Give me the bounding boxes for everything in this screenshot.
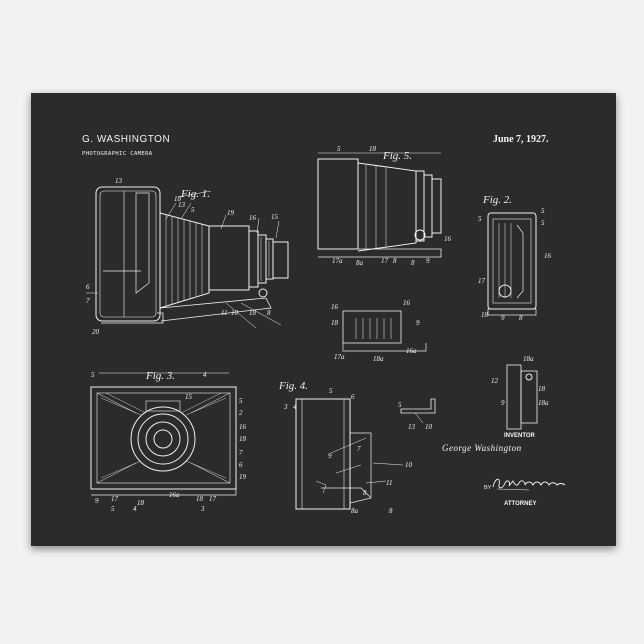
svg-text:18a: 18a — [373, 355, 384, 363]
svg-text:12: 12 — [491, 377, 499, 385]
svg-text:8: 8 — [393, 257, 397, 265]
svg-text:10: 10 — [425, 423, 433, 431]
svg-text:18a: 18a — [523, 355, 534, 363]
attorney-signature — [489, 475, 569, 493]
svg-text:8a: 8a — [351, 507, 359, 515]
svg-text:6: 6 — [239, 461, 243, 469]
patent-title: PHOTOGRAPHIC CAMERA — [82, 151, 153, 157]
svg-text:8: 8 — [267, 309, 271, 317]
svg-text:16: 16 — [403, 299, 411, 307]
svg-text:9: 9 — [416, 319, 420, 327]
svg-text:2: 2 — [239, 409, 243, 417]
svg-text:6: 6 — [86, 283, 90, 291]
svg-text:5: 5 — [91, 371, 95, 379]
fig5-drawing: 5 18 16 17a 8a 17 8 8 9 — [318, 145, 452, 267]
svg-text:13: 13 — [115, 177, 123, 185]
svg-text:16: 16 — [444, 235, 452, 243]
patent-date: June 7, 1927. — [493, 134, 549, 145]
svg-text:18: 18 — [196, 495, 204, 503]
svg-text:18: 18 — [239, 435, 247, 443]
svg-text:5: 5 — [239, 397, 243, 405]
fig4-drawing: 3 4 5 6 9 7 10 11 8 8a 8 — [283, 387, 413, 515]
svg-text:Fig. 5.: Fig. 5. — [382, 150, 412, 162]
svg-text:9: 9 — [328, 452, 332, 460]
svg-text:17a: 17a — [334, 353, 345, 361]
svg-text:9: 9 — [95, 497, 99, 505]
svg-text:8a: 8a — [356, 259, 364, 267]
svg-text:8: 8 — [389, 507, 393, 515]
svg-text:18: 18 — [369, 145, 377, 153]
svg-text:16: 16 — [239, 423, 247, 431]
spring-detail-drawing: 16 18 16 9 17a 18a 16a — [331, 299, 426, 363]
fig2-drawing: 5 5 5 16 17 18 9 8 — [478, 207, 552, 322]
svg-text:16a: 16a — [169, 491, 180, 499]
svg-text:5: 5 — [111, 505, 115, 513]
svg-text:9: 9 — [426, 257, 430, 265]
svg-text:18a: 18a — [538, 399, 549, 407]
svg-text:7: 7 — [86, 297, 90, 305]
svg-text:5: 5 — [329, 387, 333, 395]
attorney-label: ATTORNEY — [504, 501, 536, 507]
svg-text:17: 17 — [209, 495, 217, 503]
svg-text:7: 7 — [357, 445, 361, 453]
bracket-detail-drawing: 5 13 10 — [398, 399, 435, 431]
svg-text:8: 8 — [363, 489, 367, 497]
fig1-drawing: 13 18 13 5 19 16 15 6 7 20 11 10 18 8 — [86, 177, 288, 336]
svg-text:10: 10 — [231, 309, 239, 317]
svg-text:8: 8 — [519, 314, 523, 322]
svg-text:7: 7 — [239, 449, 243, 457]
svg-text:13: 13 — [408, 423, 416, 431]
svg-text:4: 4 — [293, 403, 297, 411]
svg-text:8: 8 — [411, 259, 415, 267]
svg-text:4: 4 — [133, 505, 137, 513]
svg-text:3: 3 — [283, 403, 288, 411]
inventor-signature: George Washington — [442, 443, 522, 453]
svg-text:10: 10 — [405, 461, 413, 469]
svg-text:18: 18 — [538, 385, 546, 393]
svg-text:5: 5 — [398, 401, 402, 409]
svg-text:18: 18 — [481, 311, 489, 319]
svg-text:9: 9 — [501, 399, 505, 407]
patent-poster: 13 18 13 5 19 16 15 6 7 20 11 10 18 8 Fi… — [31, 93, 616, 546]
fig3-drawing: 5 4 15 5 2 16 18 7 6 19 9 17 18 16a 18 1… — [91, 371, 247, 513]
svg-text:18: 18 — [137, 499, 145, 507]
svg-text:4: 4 — [203, 371, 207, 379]
inventor-label: INVENTOR — [504, 433, 535, 439]
rail-detail-drawing: 18a 12 9 18 18a — [491, 355, 549, 429]
svg-text:5: 5 — [337, 145, 341, 153]
fig4-label: Fig. 4. — [278, 380, 308, 392]
svg-text:11: 11 — [386, 479, 392, 487]
svg-text:19: 19 — [239, 473, 247, 481]
svg-text:17a: 17a — [332, 257, 343, 265]
svg-text:5: 5 — [541, 207, 545, 215]
svg-text:16: 16 — [331, 303, 339, 311]
svg-text:17: 17 — [381, 257, 389, 265]
svg-text:13: 13 — [178, 201, 186, 209]
svg-text:16: 16 — [249, 214, 257, 222]
fig2-label: Fig. 2. — [482, 194, 512, 206]
svg-text:18: 18 — [249, 309, 257, 317]
fig3-label: Fig. 3. — [145, 370, 175, 382]
svg-text:Fig. 2.: Fig. 2. — [482, 194, 512, 206]
svg-text:5: 5 — [191, 206, 195, 214]
svg-text:15: 15 — [271, 213, 279, 221]
svg-text:16a: 16a — [406, 347, 417, 355]
svg-text:11: 11 — [221, 309, 227, 317]
svg-text:17: 17 — [111, 495, 119, 503]
svg-text:6: 6 — [351, 393, 355, 401]
svg-text:Fig. 3.: Fig. 3. — [145, 370, 175, 382]
svg-text:5: 5 — [541, 219, 545, 227]
fig5-label: Fig. 5. — [382, 150, 412, 162]
svg-text:5: 5 — [478, 215, 482, 223]
svg-text:3: 3 — [200, 505, 205, 513]
inventor-name: G. WASHINGTON — [82, 134, 170, 145]
svg-text:Fig. 4.: Fig. 4. — [278, 380, 308, 392]
svg-text:16: 16 — [544, 252, 552, 260]
svg-text:20: 20 — [92, 328, 100, 336]
svg-text:9: 9 — [501, 314, 505, 322]
svg-text:15: 15 — [185, 393, 193, 401]
svg-text:17: 17 — [478, 277, 486, 285]
svg-text:19: 19 — [227, 209, 235, 217]
svg-text:18: 18 — [331, 319, 339, 327]
